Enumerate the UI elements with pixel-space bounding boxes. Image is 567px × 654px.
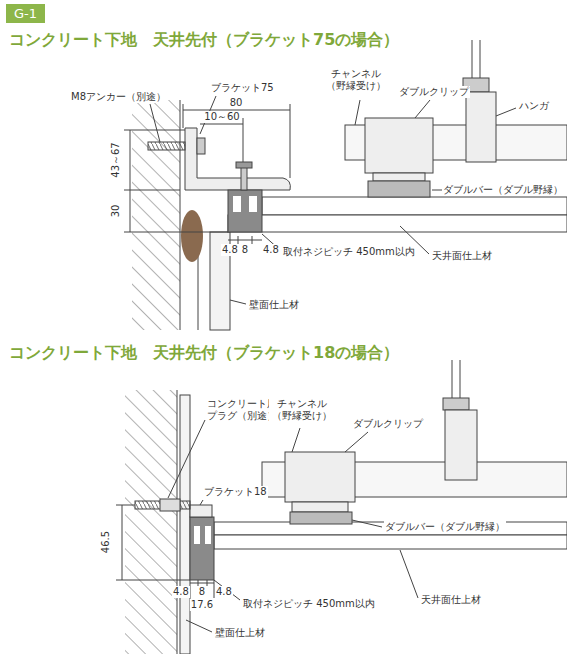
part-label: ダブルクリップ [398,86,470,98]
part-label: ハンガ [518,100,550,112]
dimension: 4.8 [215,586,233,598]
part-label: チャンネル （野縁受け） [323,68,389,92]
dimension: 8 [241,244,249,256]
dimension: 80 [229,97,244,109]
part-label: チャンネル （野縁受け） [269,398,335,422]
part-label: 壁面仕上材 [248,299,300,311]
dimension: 46.5 [100,530,112,554]
dimension: 4.8 [262,244,280,256]
dimension: 17.6 [190,599,214,611]
part-label: コンクリート用 プラグ（別途） [206,398,278,422]
section-heading: コンクリート下地 天井先付（ブラケット75の場合） [8,30,400,49]
section-badge: G-1 [6,4,45,23]
part-label: ブラケット75 [210,82,275,94]
part-label: M8アンカー（別途） [70,91,167,103]
note: 取付ネジピッチ 450mm以内 [242,598,376,610]
dimension: 43～67 [110,141,122,178]
part-label: 天井面仕上材 [431,250,493,262]
part-label: ブラケット18 [203,486,268,498]
badge-text: G-1 [6,4,45,23]
bottom-section [116,360,567,654]
part-label: ダブルクリップ [352,418,424,430]
part-label: 壁面仕上材 [214,627,266,639]
dimension: 4.8 [172,586,190,598]
part-label: ダブルバー（ダブル野縁） [384,521,506,533]
part-label: ダブルバー（ダブル野縁） [442,184,564,196]
note: 取付ネジピッチ 450mm以内 [282,246,416,258]
dimension: 30 [110,204,122,219]
dimension: 4.8 [221,244,239,256]
dimension: 8 [198,586,206,598]
top-section [124,40,567,330]
part-label: 天井面仕上材 [420,594,482,606]
section-heading: コンクリート下地 天井先付（ブラケット18の場合） [8,343,400,362]
dimension: 10～60 [203,111,240,123]
